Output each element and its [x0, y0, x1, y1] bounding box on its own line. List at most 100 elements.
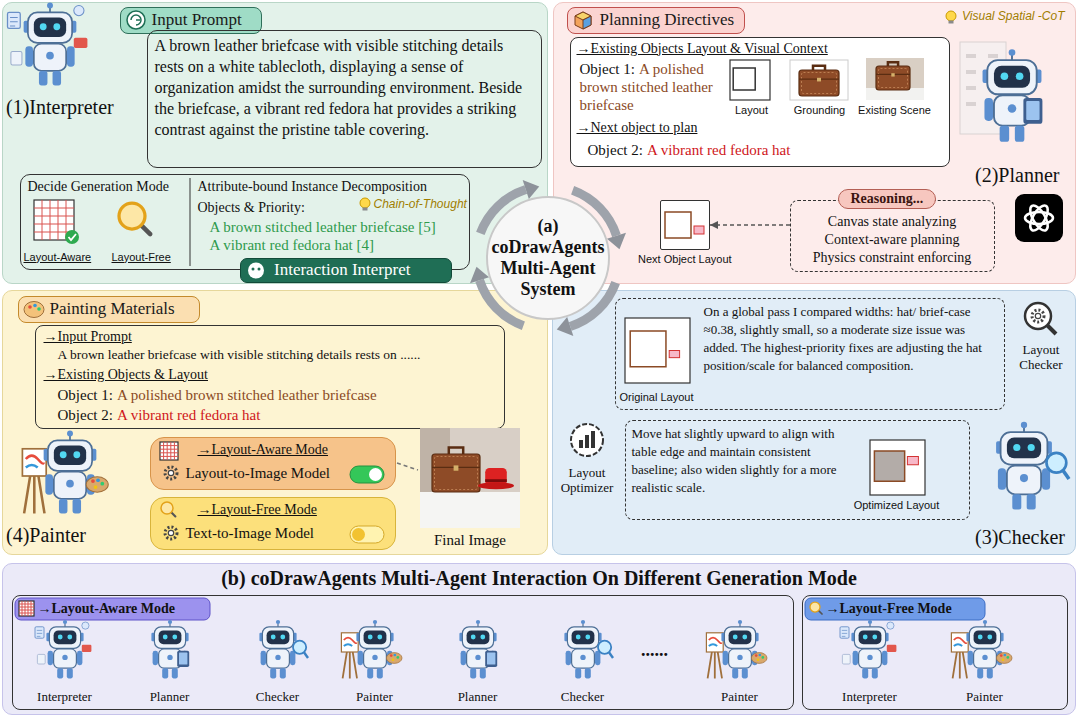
mode-label: Layout-Aware	[24, 251, 92, 263]
tablet	[485, 651, 497, 667]
cube-face	[575, 12, 591, 20]
antenna	[1023, 427, 1025, 434]
mode-label: →Layout-Aware Mode	[198, 442, 329, 457]
cycle-arrow	[480, 280, 524, 325]
antenna	[49, 7, 51, 14]
arm	[87, 474, 95, 494]
text-slot: Decide Generation Mode	[28, 178, 170, 195]
mode-pill	[15, 598, 210, 620]
leg	[367, 668, 373, 678]
grid-line	[50, 200, 51, 240]
section-label: →Input Prompt	[44, 329, 132, 344]
ear	[356, 633, 360, 641]
arm	[387, 651, 392, 665]
grid-line	[160, 445, 178, 446]
tablet	[177, 651, 189, 667]
reasoning-box: Reasoning...Canvas state analyzingContex…	[790, 200, 995, 272]
grid-line	[22, 601, 23, 616]
eye	[1001, 72, 1009, 80]
magnifier	[1047, 453, 1067, 473]
grid-line	[19, 613, 34, 614]
robot-figure	[951, 620, 1012, 679]
briefcase-handle	[888, 62, 898, 67]
scene-table	[866, 88, 924, 100]
grid-line	[28, 601, 29, 616]
robot-figure	[341, 620, 402, 679]
body	[994, 95, 1030, 125]
paint-dot	[100, 482, 104, 486]
text-slot: Layout-to-Image Model	[186, 464, 331, 482]
arm	[290, 651, 295, 665]
agent-panel: Painting Materials→Input PromptA brown l…	[2, 290, 548, 555]
chest-light	[167, 655, 172, 660]
leg	[67, 668, 73, 678]
note: Chain-of-Thought	[374, 197, 467, 211]
agent-label: Painter	[721, 689, 758, 704]
antenna	[277, 623, 278, 628]
materials-box: →Input Prompt A brown leather briefcase w…	[35, 325, 505, 429]
paint-dot	[1006, 656, 1009, 659]
leg	[987, 668, 993, 678]
briefcase-flap	[799, 78, 839, 79]
arm	[595, 651, 600, 665]
leg	[1000, 126, 1010, 142]
visor	[159, 630, 182, 644]
text-slot: Context-aware planning	[795, 231, 990, 248]
leg	[39, 71, 48, 85]
tag-icon	[248, 263, 264, 279]
paint-dot	[28, 305, 32, 309]
ear	[91, 449, 96, 461]
eye	[576, 635, 581, 640]
text-slot: →Next object to plan	[577, 119, 698, 136]
arm	[1031, 98, 1040, 121]
toggle-knob	[369, 468, 382, 481]
ear	[966, 633, 970, 641]
tag-label: Planning Directives	[600, 10, 735, 29]
body	[859, 649, 882, 668]
check-badge	[65, 230, 79, 244]
openai-logo	[1015, 194, 1063, 242]
leg	[575, 668, 581, 678]
text-slot: A brown leather briefcase with visible s…	[58, 346, 421, 364]
document	[7, 12, 20, 28]
text-slot: Painter	[330, 689, 420, 704]
text-slot: A brown stitched leather briefcase [5]	[210, 218, 436, 236]
paint-stroke	[26, 465, 38, 468]
antenna	[582, 623, 583, 628]
text-slot: Planner	[125, 689, 215, 704]
eye	[163, 635, 168, 640]
arm	[358, 651, 363, 665]
head	[154, 627, 185, 649]
text-slot: Next Object Layout	[630, 253, 740, 266]
paint-dot	[393, 654, 396, 657]
antenna-tip	[1021, 422, 1027, 428]
arm	[968, 651, 973, 665]
text-slot: (2)Planner	[975, 164, 1059, 187]
object-item: A polished brown stitched leather briefc…	[117, 387, 377, 403]
antenna	[739, 623, 740, 628]
grid-line	[34, 224, 74, 225]
optimizer-box: Move hat slightly upward to align with t…	[625, 420, 970, 520]
antenna-tip	[373, 620, 377, 624]
text-slot: Text-to-Image Model	[186, 524, 315, 542]
head	[49, 627, 80, 649]
text-slot: Object 1:A polished brown stitched leath…	[580, 60, 725, 114]
section-label: Decide Generation Mode	[28, 179, 170, 194]
text-slot: Planner	[433, 689, 523, 704]
grid-line	[163, 442, 164, 460]
model-name: Layout-to-Image Model	[186, 465, 331, 481]
ear	[1000, 633, 1004, 641]
section-label: →Next object to plan	[577, 120, 698, 135]
antenna-tip	[63, 620, 67, 624]
text-slot: Object 2:A vibrant red fedora hat	[58, 406, 261, 424]
cycle-arrowhead	[557, 317, 574, 336]
antenna-tip	[168, 620, 172, 624]
visor	[572, 630, 595, 644]
sequence-box: →Layout-Aware ModeInterpreterPlannerChec…	[12, 595, 794, 710]
cycle-arrow	[570, 283, 615, 327]
eye	[872, 635, 877, 640]
ear	[24, 21, 29, 33]
text-slot: (1)Interpreter	[6, 96, 114, 119]
prompt-text: A brown leather briefcase with visible s…	[155, 37, 523, 138]
agent-label: ......	[641, 640, 668, 660]
